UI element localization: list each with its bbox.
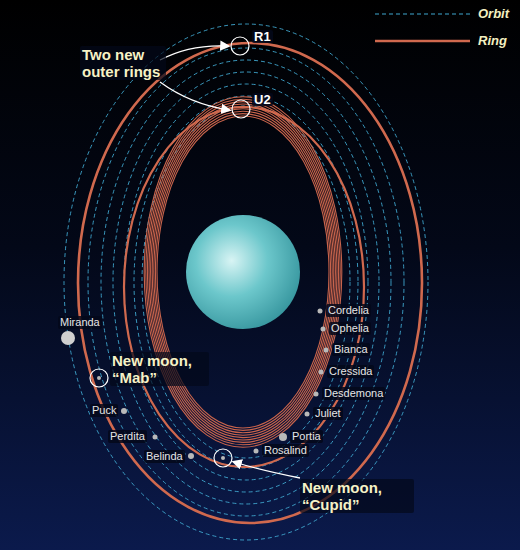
moon-label: Cordelia xyxy=(326,304,371,317)
orbit-line xyxy=(101,60,391,504)
ring-label: R1 xyxy=(252,30,273,43)
callout-text: New moon, “Mab” xyxy=(110,352,209,386)
inner-ring xyxy=(147,102,338,443)
inner-ring xyxy=(146,99,340,445)
moon-label: Puck xyxy=(90,404,118,417)
legend-text: Orbit xyxy=(478,6,509,21)
moon-label: Ophelia xyxy=(329,322,371,335)
highlight-circles xyxy=(90,37,250,467)
moon-label: Cressida xyxy=(327,365,374,378)
orbit-line xyxy=(64,24,428,540)
leader-arrows xyxy=(160,46,300,478)
inner-ring xyxy=(152,109,334,435)
planet-uranus xyxy=(186,215,300,329)
callout-text: Two new outer rings xyxy=(80,46,166,80)
callout-text: New moon, “Cupid” xyxy=(300,479,414,513)
moon-label: Bianca xyxy=(332,343,370,356)
ring-label: U2 xyxy=(252,93,273,106)
inner-ring xyxy=(149,104,337,440)
ring-swatch xyxy=(375,40,470,42)
inner-ring xyxy=(151,106,336,437)
moon-label: Portia xyxy=(290,430,323,443)
orbit-line xyxy=(124,84,368,480)
moon-label: Desdemona xyxy=(322,387,385,400)
orbit-line xyxy=(113,72,379,492)
inner-ring xyxy=(144,97,342,447)
moon-label: Miranda xyxy=(58,316,102,329)
moon-label: Juliet xyxy=(313,407,343,420)
moon-label: Perdita xyxy=(108,430,147,443)
ring-u2 xyxy=(124,107,364,467)
moon-label: Belinda xyxy=(144,450,185,463)
orbit-line xyxy=(88,48,404,516)
orbit-swatch xyxy=(375,13,470,14)
legend-text: Ring xyxy=(478,33,507,48)
ring-r1 xyxy=(78,43,422,523)
moon-dots xyxy=(61,309,329,461)
moon-label: Rosalind xyxy=(262,444,309,457)
